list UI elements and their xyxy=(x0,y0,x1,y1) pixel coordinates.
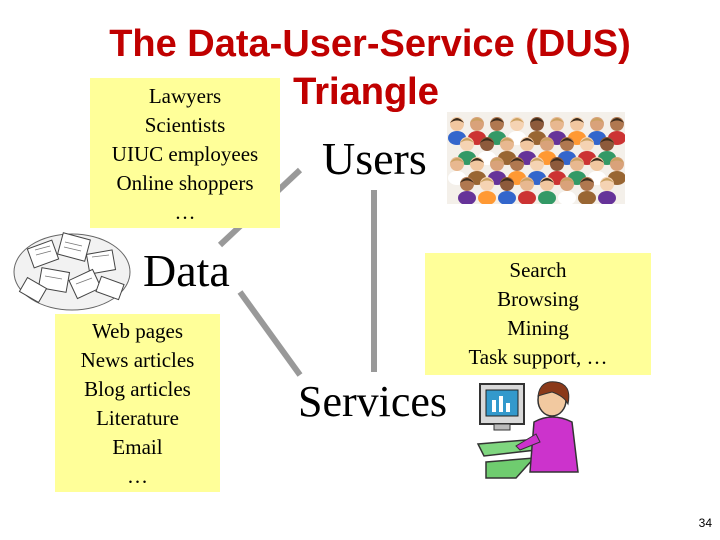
users-example: Scientists xyxy=(144,113,226,137)
crowd-person-hair xyxy=(500,138,514,143)
crowd-person-hair xyxy=(470,118,484,123)
data-example: … xyxy=(127,464,148,488)
crowd-person-hair xyxy=(490,158,504,163)
crowd-person-hair xyxy=(610,118,624,123)
services-example: Mining xyxy=(507,316,569,340)
crowd-person-hair xyxy=(460,178,474,183)
crowd-person-hair xyxy=(540,138,554,143)
crowd-person-body xyxy=(478,191,496,204)
users-examples-box: Lawyers Scientists UIUC employees Online… xyxy=(90,78,280,228)
crowd-person-hair xyxy=(530,118,544,123)
crowd-person-body xyxy=(578,191,596,204)
crowd-person-hair xyxy=(510,158,524,163)
data-example: Web pages xyxy=(91,319,184,343)
crowd-person-hair xyxy=(560,178,574,183)
crowd-person-hair xyxy=(520,178,534,183)
users-node-label: Users xyxy=(322,133,427,184)
crowd-person-hair xyxy=(480,138,494,143)
users-example: … xyxy=(174,200,196,224)
computer-user-icon xyxy=(476,381,579,479)
crowd-person-body xyxy=(598,191,616,204)
crowd-photo xyxy=(447,112,625,204)
users-example: UIUC employees xyxy=(111,142,259,166)
crowd-person-body xyxy=(458,191,476,204)
crowd-person-hair xyxy=(590,118,604,123)
crowd-person-hair xyxy=(490,118,504,123)
crowd-person-hair xyxy=(550,118,564,123)
crowd-person-body xyxy=(538,191,556,204)
crowd-person-hair xyxy=(600,138,614,143)
crowd-person-body xyxy=(518,191,536,204)
crowd-person-hair xyxy=(530,158,544,163)
services-example: Browsing xyxy=(497,287,579,311)
services-examples-box: Search Browsing Mining Task support, … xyxy=(425,253,651,375)
data-node-label: Data xyxy=(143,245,230,296)
slide-title-line1: The Data-User-Service (DUS) xyxy=(109,23,631,65)
page-number: 34 xyxy=(698,516,712,530)
crowd-person-hair xyxy=(590,158,604,163)
crowd-person-hair xyxy=(480,178,494,183)
crowd-person-hair xyxy=(580,138,594,143)
crowd-person-hair xyxy=(510,118,524,123)
crowd-person-hair xyxy=(450,158,464,163)
crowd-person-hair xyxy=(570,118,584,123)
crowd-person-hair xyxy=(460,138,474,143)
crowd-person-hair xyxy=(470,158,484,163)
crowd-person-hair xyxy=(580,178,594,183)
services-example: Search xyxy=(509,258,567,282)
crowd-person-body xyxy=(498,191,516,204)
crowd-person-hair xyxy=(560,138,574,143)
crowd-person-hair xyxy=(500,178,514,183)
slide-title-line2-overlay: Triangle xyxy=(293,71,439,113)
services-example: Task support, … xyxy=(468,345,608,369)
users-example: Online shoppers xyxy=(116,171,254,195)
crowd-person-body xyxy=(558,191,576,204)
services-node-label: Services xyxy=(298,377,448,426)
data-example: Blog articles xyxy=(84,377,191,401)
data-example: Literature xyxy=(96,406,179,430)
paper-pile-icon xyxy=(13,232,131,311)
data-example: Email xyxy=(112,435,163,459)
crowd-person-hair xyxy=(540,178,554,183)
slide-title-line2: Triangle xyxy=(293,71,439,113)
crowd-person-hair xyxy=(570,158,584,163)
crowd-person-hair xyxy=(450,118,464,123)
users-example: Lawyers xyxy=(148,84,222,108)
crowd-person-hair xyxy=(550,158,564,163)
crowd-person-hair xyxy=(520,138,534,143)
crowd-person-hair xyxy=(600,178,614,183)
data-example: News articles xyxy=(80,348,195,372)
edge-data-services xyxy=(237,290,303,377)
crowd-person-hair xyxy=(610,158,624,163)
data-examples-box: Web pages News articles Blog articles Li… xyxy=(55,314,220,492)
